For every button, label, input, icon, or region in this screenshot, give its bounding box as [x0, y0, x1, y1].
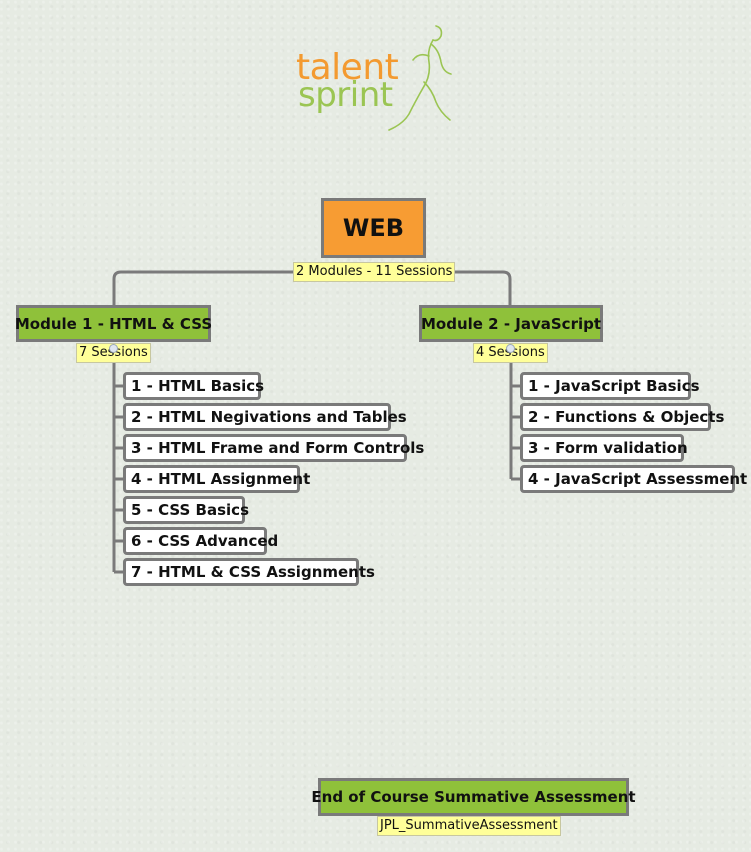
talentsprint-logo: talent sprint	[296, 22, 456, 134]
module-2-node[interactable]: Module 2 - JavaScript	[419, 305, 603, 342]
collapse-toggle-icon[interactable]	[506, 344, 515, 353]
module-2-session-1[interactable]: 1 - JavaScript Basics	[520, 372, 700, 400]
module-1-session-7[interactable]: 7 - HTML & CSS Assignments	[123, 558, 375, 586]
root-node-web[interactable]: WEB	[321, 198, 426, 258]
module-1-session-4[interactable]: 4 - HTML Assignment	[123, 465, 310, 493]
collapse-toggle-icon[interactable]	[109, 344, 118, 353]
logo-text-talent: talent	[296, 47, 399, 88]
runner-figure-icon	[388, 25, 452, 131]
module-2-session-2[interactable]: 2 - Functions & Objects	[520, 403, 724, 431]
module-1-session-2[interactable]: 2 - HTML Negivations and Tables	[123, 403, 407, 431]
module-1-session-1[interactable]: 1 - HTML Basics	[123, 372, 264, 400]
module-2-session-4[interactable]: 4 - JavaScript Assessment	[520, 465, 747, 493]
assessment-node[interactable]: End of Course Summative Assessment	[311, 778, 636, 816]
module-2-note: 4 Sessions	[473, 343, 548, 363]
module-1-session-5[interactable]: 5 - CSS Basics	[123, 496, 249, 524]
module-2-session-3[interactable]: 3 - Form validation	[520, 434, 688, 462]
assessment-note: JPL_SummativeAssessment	[377, 816, 561, 836]
module-1-session-3[interactable]: 3 - HTML Frame and Form Controls	[123, 434, 424, 462]
module-1-session-6[interactable]: 6 - CSS Advanced	[123, 527, 278, 555]
root-note: 2 Modules - 11 Sessions	[293, 262, 456, 282]
logo-text-sprint: sprint	[298, 75, 393, 115]
module-1-node[interactable]: Module 1 - HTML & CSS	[15, 305, 212, 342]
